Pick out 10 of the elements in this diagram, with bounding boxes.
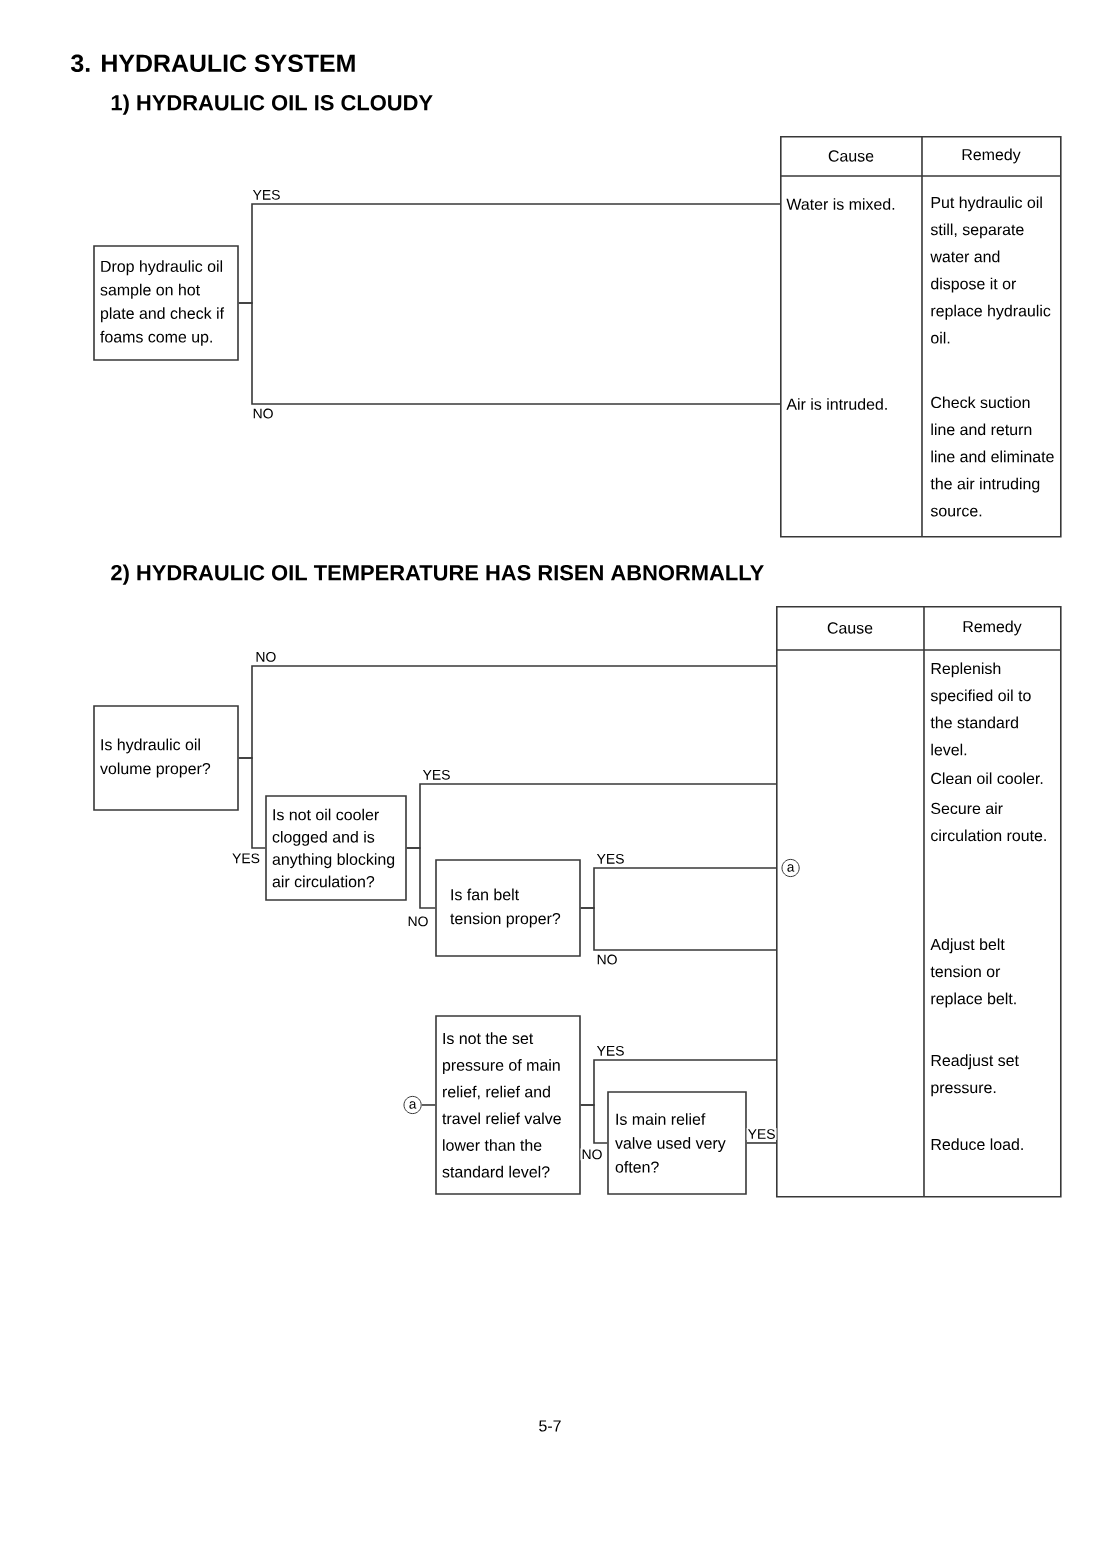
section-heading: 1) HYDRAULIC OIL IS CLOUDY (111, 94, 433, 115)
connector-line (238, 302, 781, 405)
connector-line (580, 907, 777, 951)
connector-line (406, 847, 436, 909)
section-heading: 2) HYDRAULIC OIL TEMPERATURE HAS RISEN ABNORMALLY (111, 564, 764, 585)
connector-line (421, 1104, 436, 1106)
page-title: 3. HYDRAULIC SYSTEM (70, 54, 355, 73)
connector-line (580, 1104, 608, 1144)
connector-line (238, 757, 266, 849)
connector-line (746, 1142, 777, 1144)
